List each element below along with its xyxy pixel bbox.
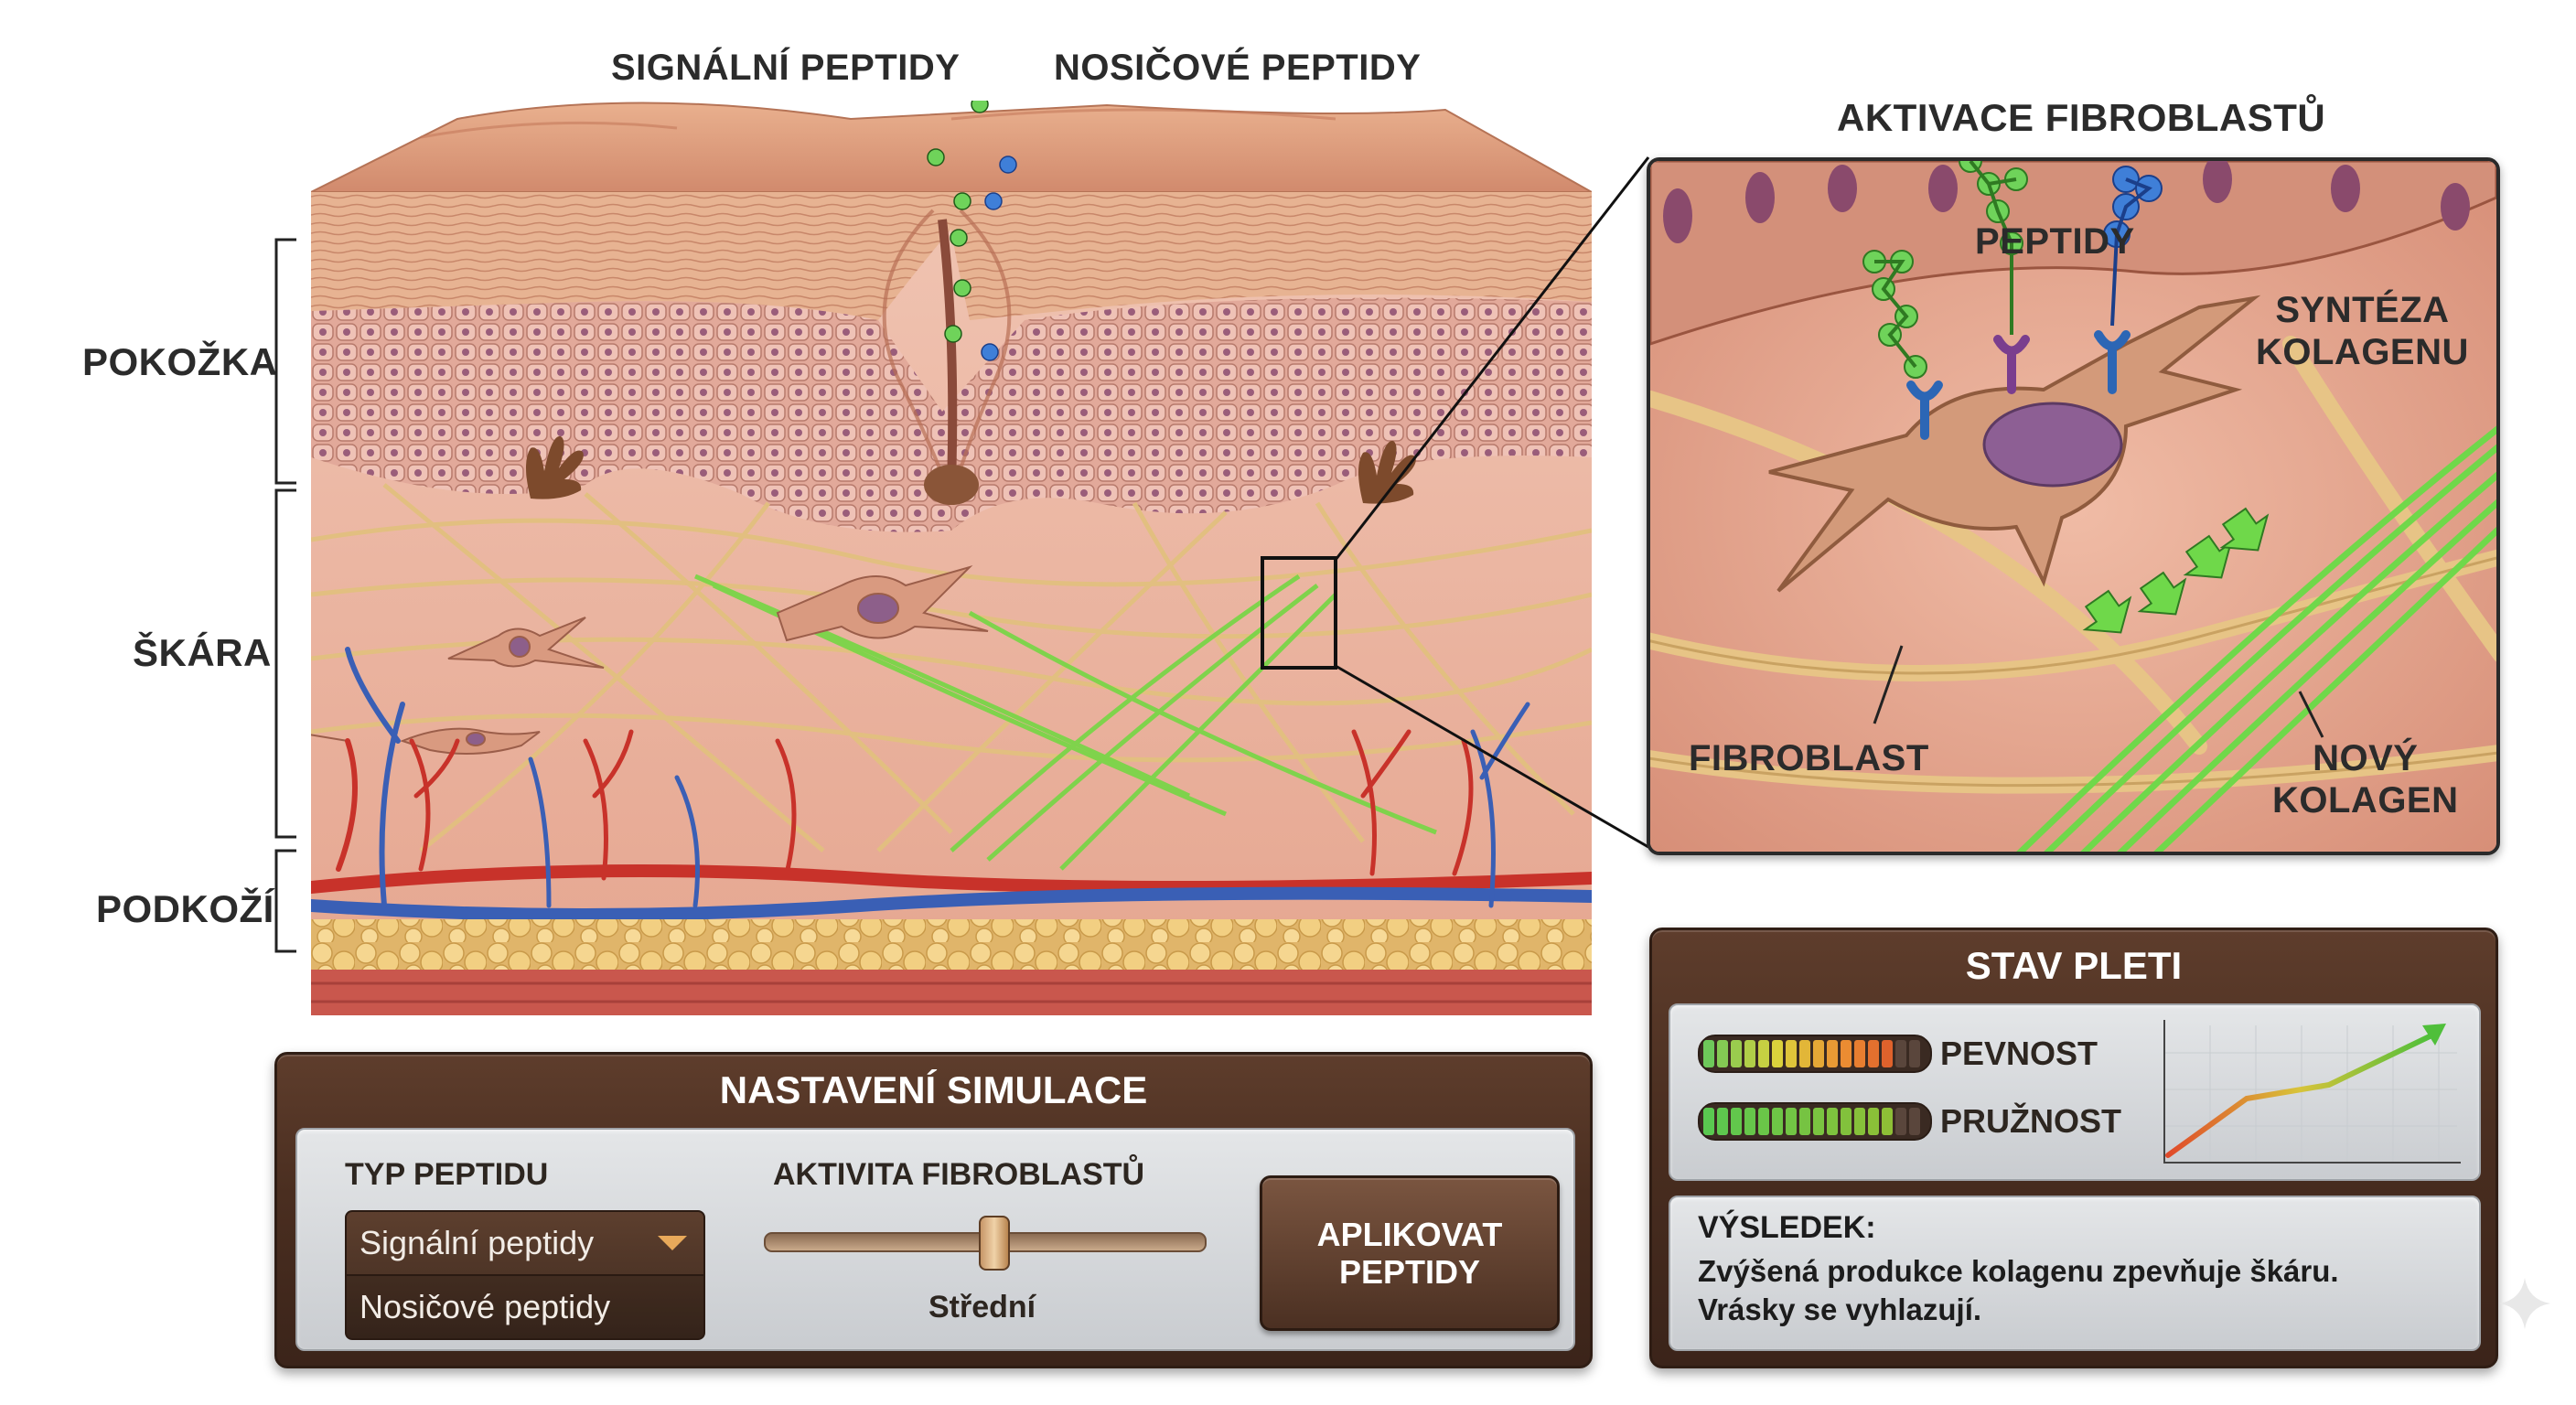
meter-segment	[1772, 1040, 1783, 1067]
meter-segment	[1854, 1108, 1865, 1135]
meter-segment	[1717, 1108, 1728, 1135]
peptide-option-selected[interactable]: Signální peptidy	[347, 1212, 703, 1276]
meter-segment	[1703, 1040, 1714, 1067]
zoom-panel-title: AKTIVACE FIBROBLASTŮ	[1837, 96, 2326, 139]
peptide-selected-text: Signální peptidy	[360, 1224, 595, 1261]
fibroblast-activity-value: Střední	[928, 1290, 1036, 1325]
elasticity-label: PRUŽNOST	[1940, 1102, 2121, 1140]
hypodermis-label: PODKOŽÍ	[96, 887, 274, 930]
zoom-fibroblast-label: FIBROBLAST	[1689, 738, 1929, 778]
meter-segment	[1909, 1108, 1920, 1135]
synthesis-line-2: KOLAGENU	[2256, 332, 2469, 372]
meter-segment	[1882, 1108, 1893, 1135]
simulation-title: NASTAVENÍ SIMULACE	[719, 1068, 1148, 1111]
meter-segment	[1731, 1108, 1742, 1135]
meter-segment	[1717, 1040, 1728, 1067]
carrier-peptides-label: NOSIČOVÉ PEPTIDY	[1054, 48, 1422, 88]
meter-segment	[1758, 1040, 1769, 1067]
meter-segment	[1744, 1108, 1755, 1135]
simulation-controls: TYP PEPTIDU Signální peptidy Nosičové pe…	[295, 1128, 1575, 1351]
new-collagen-line-1: NOVÝ	[2313, 738, 2419, 778]
meter-segment	[1744, 1040, 1755, 1067]
skin-status-panel: STAV PLETI PEVNOST PRUŽNOST	[1649, 928, 2498, 1368]
meter-segment	[1758, 1108, 1769, 1135]
fibroblast-illustration	[1650, 161, 2496, 852]
synthesis-line-1: SYNTÉZA	[2275, 290, 2450, 330]
peptide-type-label: TYP PEPTIDU	[345, 1157, 549, 1192]
peptide-option-2[interactable]: Nosičové peptidy	[347, 1276, 703, 1338]
peptide-type-select[interactable]: Signální peptidy Nosičové peptidy	[345, 1210, 705, 1340]
meter-segment	[1895, 1040, 1906, 1067]
meter-segment	[1813, 1108, 1824, 1135]
meter-segment	[1703, 1108, 1714, 1135]
meter-segment	[1841, 1108, 1852, 1135]
epidermis-label: POKOŽKA	[82, 340, 278, 383]
firmness-label: PEVNOST	[1940, 1035, 2098, 1072]
new-collagen-line-2: KOLAGEN	[2272, 780, 2459, 820]
meter-segment	[1786, 1040, 1797, 1067]
meter-segment	[1827, 1108, 1838, 1135]
skin-cross-section	[311, 101, 1592, 1015]
fibroblast-activity-label: AKTIVITA FIBROBLASTŮ	[773, 1157, 1145, 1192]
meter-segment	[1786, 1108, 1797, 1135]
signal-peptides-label: SIGNÁLNÍ PEPTIDY	[611, 48, 961, 88]
meter-segment	[1813, 1040, 1824, 1067]
zoom-peptides-label: PEPTIDY	[1975, 221, 2135, 262]
elasticity-meter-fill	[1703, 1108, 1920, 1135]
chevron-down-icon[interactable]	[658, 1236, 687, 1250]
sparkle-icon	[2499, 1278, 2550, 1329]
meter-segment	[1799, 1040, 1810, 1067]
zoom-new-collagen-label: NOVÝ KOLAGEN	[2272, 737, 2459, 821]
meter-segment	[1882, 1040, 1893, 1067]
meter-segment	[1827, 1040, 1838, 1067]
improvement-trend-chart	[2163, 1020, 2461, 1164]
result-title: VÝSLEDEK:	[1698, 1210, 1876, 1245]
zoom-synthesis-label: SYNTÉZA KOLAGENU	[2256, 289, 2469, 373]
meter-segment	[1731, 1040, 1742, 1067]
result-line-1: Zvýšená produkce kolagenu zpevňuje škáru…	[1698, 1254, 2339, 1288]
meter-segment	[1854, 1040, 1865, 1067]
firmness-meter-fill	[1703, 1040, 1920, 1067]
meter-segment	[1799, 1108, 1810, 1135]
meter-segment	[1841, 1040, 1852, 1067]
skin-status-title: STAV PLETI	[1965, 944, 2183, 987]
result-line-2: Vrásky se vyhlazují.	[1698, 1292, 1982, 1326]
apply-button-line-1: APLIKOVAT	[1316, 1215, 1503, 1253]
fibroblast-zoom-panel: PEPTIDY SYNTÉZA KOLAGENU FIBROBLAST NOVÝ…	[1647, 157, 2500, 855]
simulation-settings-panel: NASTAVENÍ SIMULACE TYP PEPTIDU Signální …	[274, 1052, 1593, 1368]
meter-segment	[1895, 1108, 1906, 1135]
elasticity-meter	[1698, 1102, 1932, 1141]
meter-segment	[1772, 1108, 1783, 1135]
dermis-label: ŠKÁRA	[133, 631, 272, 674]
layer-brackets	[274, 238, 296, 953]
firmness-meter	[1698, 1035, 1932, 1073]
meter-segment	[1868, 1040, 1879, 1067]
meter-segment	[1909, 1040, 1920, 1067]
apply-button-line-2: PEPTIDY	[1338, 1253, 1481, 1291]
slider-handle[interactable]	[979, 1216, 1010, 1271]
result-box: VÝSLEDEK: Zvýšená produkce kolagenu zpev…	[1669, 1196, 2481, 1351]
apply-peptides-button[interactable]: APLIKOVAT PEPTIDY	[1260, 1175, 1560, 1331]
meter-segment	[1868, 1108, 1879, 1135]
skin-metrics: PEVNOST PRUŽNOST	[1669, 1003, 2481, 1181]
